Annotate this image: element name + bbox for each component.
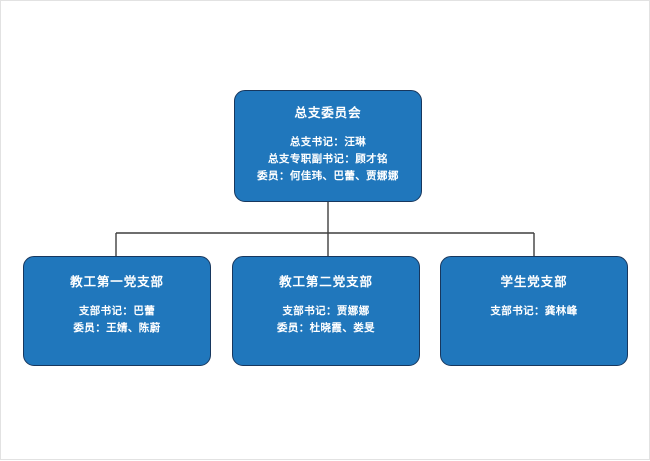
org-node-root-line-1: 总支书记：汪琳	[289, 136, 367, 148]
org-node-branch-1-details: 支部书记：巴蕾 委员：王婧、陈蔚	[73, 304, 160, 336]
org-node-branch-3-title: 学生党支部	[500, 274, 568, 289]
org-node-branch-3-details: 支部书记：龚林峰	[490, 304, 577, 319]
org-node-branch-2-details: 支部书记：贾娜娜 委员：杜晓霞、娄旻	[277, 304, 375, 336]
org-node-root-title: 总支委员会	[294, 105, 362, 120]
org-node-branch-3-line-1: 支部书记：龚林峰	[490, 305, 578, 317]
org-node-root[interactable]: 总支委员会 总支书记：汪琳 总支专职副书记：顾才铭 委员：何佳玮、巴蕾、贾娜娜	[234, 90, 422, 202]
org-node-root-details: 总支书记：汪琳 总支专职副书记：顾才铭 委员：何佳玮、巴蕾、贾娜娜	[257, 135, 399, 185]
org-node-branch-1-title: 教工第一党支部	[70, 274, 164, 289]
org-node-branch-2-line-2: 委员：杜晓霞、娄旻	[276, 322, 376, 335]
org-node-branch-1-line-1: 支部书记：巴蕾	[78, 305, 156, 317]
org-node-branch-2-title: 教工第二党支部	[279, 274, 373, 289]
org-node-branch-2[interactable]: 教工第二党支部 支部书记：贾娜娜 委员：杜晓霞、娄旻	[232, 256, 420, 366]
org-node-root-line-3: 委员：何佳玮、巴蕾、贾娜娜	[257, 170, 399, 183]
org-node-branch-3[interactable]: 学生党支部 支部书记：龚林峰	[440, 256, 628, 366]
org-node-root-line-2: 总支专职副书记：顾才铭	[268, 153, 388, 166]
org-node-branch-1-line-2: 委员：王婧、陈蔚	[73, 322, 161, 335]
org-node-branch-2-line-1: 支部书记：贾娜娜	[282, 305, 370, 317]
org-node-branch-1[interactable]: 教工第一党支部 支部书记：巴蕾 委员：王婧、陈蔚	[23, 256, 211, 366]
